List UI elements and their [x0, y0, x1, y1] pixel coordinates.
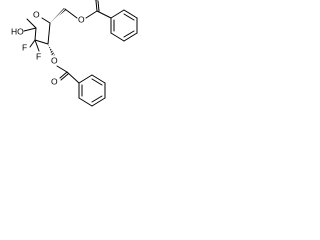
- hashed-wedge-c3-o: [48, 44, 55, 56]
- ring-oxygen-label: O: [33, 9, 40, 19]
- phenyl-secondary-bond-5: [91, 74, 106, 84]
- bond-c1-oh: [23, 27, 37, 32]
- bond-carbonyl-secondary-double-b: [60, 73, 69, 81]
- hashed-wedge-c4-ch2: [50, 8, 66, 23]
- phenyl-ring-primary: [110, 9, 138, 42]
- phenyl-primary-bond-6: [110, 9, 125, 19]
- phenyl-secondary-double-2: [91, 95, 103, 103]
- phenyl-primary-bond-3: [123, 32, 138, 42]
- furanose-ring: [26, 17, 51, 45]
- ester-oxygen-secondary-label: O: [51, 55, 58, 65]
- phenyl-primary-bond-5: [123, 9, 138, 19]
- bond-c3-c4: [47, 22, 51, 45]
- phenyl-secondary-double-3: [91, 78, 103, 86]
- phenyl-ring-secondary: [78, 74, 106, 107]
- bond-carbonyl-double-a: [95, 0, 98, 12]
- hydroxyl-label: HO: [11, 26, 24, 36]
- chemical-structure-diagram: HO O F F O O O O: [11, 0, 138, 107]
- bond-ch2-o: [64, 8, 78, 19]
- bond-c2-f1: [29, 39, 36, 48]
- phenyl-primary-double-2: [123, 30, 135, 38]
- bond-c2-c3: [34, 39, 49, 45]
- bond-carbonyl-phenyl-primary: [96, 10, 112, 19]
- bond-carbonyl-double-b: [97, 0, 100, 12]
- bond-c2-f2: [34, 39, 40, 52]
- bond-o-carbonyl-primary: [85, 10, 98, 19]
- bond-o-c1: [26, 18, 37, 29]
- bond-o-c4: [41, 17, 51, 24]
- bond-carbonyl-secondary-double-a: [59, 71, 68, 79]
- fluorine-label-2: F: [36, 51, 41, 61]
- bond-o-carbonyl-secondary: [56, 65, 68, 73]
- phenyl-primary-bond-2: [110, 32, 125, 42]
- phenyl-primary-double-3: [123, 13, 135, 21]
- phenyl-secondary-bond-3: [91, 97, 106, 107]
- fluorine-label-1: F: [22, 42, 27, 52]
- bond-c1-c2: [34, 27, 37, 41]
- bond-carbonyl-phenyl-secondary: [66, 71, 80, 84]
- phenyl-secondary-bond-6: [78, 74, 93, 84]
- carbonyl-oxygen-secondary-label: O: [51, 76, 58, 86]
- phenyl-secondary-bond-2: [78, 97, 93, 107]
- ester-oxygen-primary-label: O: [78, 14, 85, 24]
- carbonyl-oxygen-primary-label: O: [93, 0, 100, 2]
